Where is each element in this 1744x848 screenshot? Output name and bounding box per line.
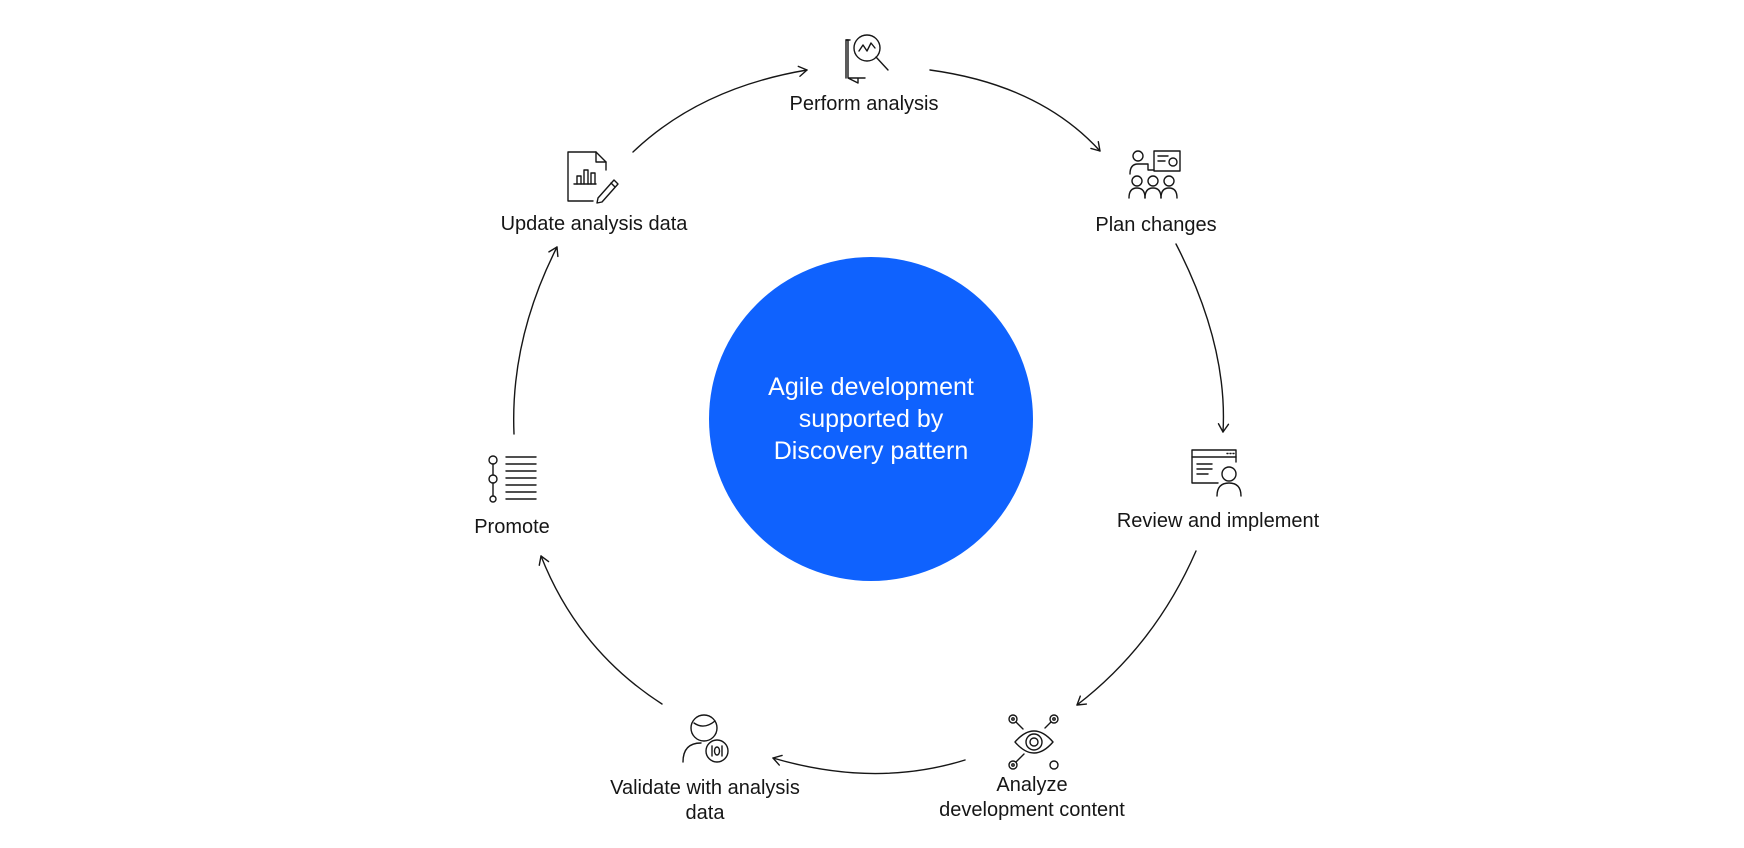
arrow-analyze-to-validate [772, 754, 966, 775]
team-presentation-icon [1128, 150, 1181, 199]
eye-network-icon [1008, 714, 1059, 770]
step-label-line: Plan changes [1095, 214, 1217, 236]
center-title-line-2: supported by [798, 405, 944, 433]
arrow-plan-to-review [1175, 243, 1230, 433]
step-label-line: Perform analysis [789, 93, 939, 115]
arrow-update-to-analysis [632, 65, 808, 153]
step-label-line: Validate with analysis [610, 777, 800, 799]
center-title: Agile development supported by Discovery… [741, 371, 1001, 467]
step-label-line: Review and implement [1116, 510, 1320, 532]
center-hub: Agile development supported by Discovery… [709, 257, 1033, 581]
step-label-review-and-implement: Review and implement [1117, 509, 1319, 534]
step-label-line: development content [939, 799, 1125, 821]
analysis-magnifier-icon [845, 34, 889, 84]
report-edit-icon [567, 151, 619, 204]
arrow-review-to-analyze [1076, 550, 1197, 706]
step-label-promote: Promote [474, 515, 550, 540]
person-data-icon [682, 714, 729, 763]
user-document-icon [1191, 449, 1242, 497]
step-label-line: Promote [474, 516, 550, 538]
arrow-promote-to-update [512, 246, 559, 435]
step-label-update-analysis-data: Update analysis data [501, 212, 688, 237]
step-label-line: Analyze [996, 774, 1068, 796]
step-label-plan-changes: Plan changes [1095, 213, 1216, 238]
step-label-line: Update analysis data [500, 213, 688, 235]
process-list-icon [488, 455, 537, 503]
step-label-validate-with-analysis-data: Validate with analysis data [610, 776, 800, 826]
step-label-line: data [685, 802, 725, 824]
center-title-line-3: Discovery pattern [773, 437, 969, 465]
step-label-perform-analysis: Perform analysis [790, 92, 939, 117]
arrow-analysis-to-plan [929, 69, 1101, 152]
arrow-validate-to-promote [538, 555, 663, 705]
center-title-line-1: Agile development [768, 373, 974, 401]
step-label-analyze-development-content: Analyze development content [939, 773, 1125, 823]
